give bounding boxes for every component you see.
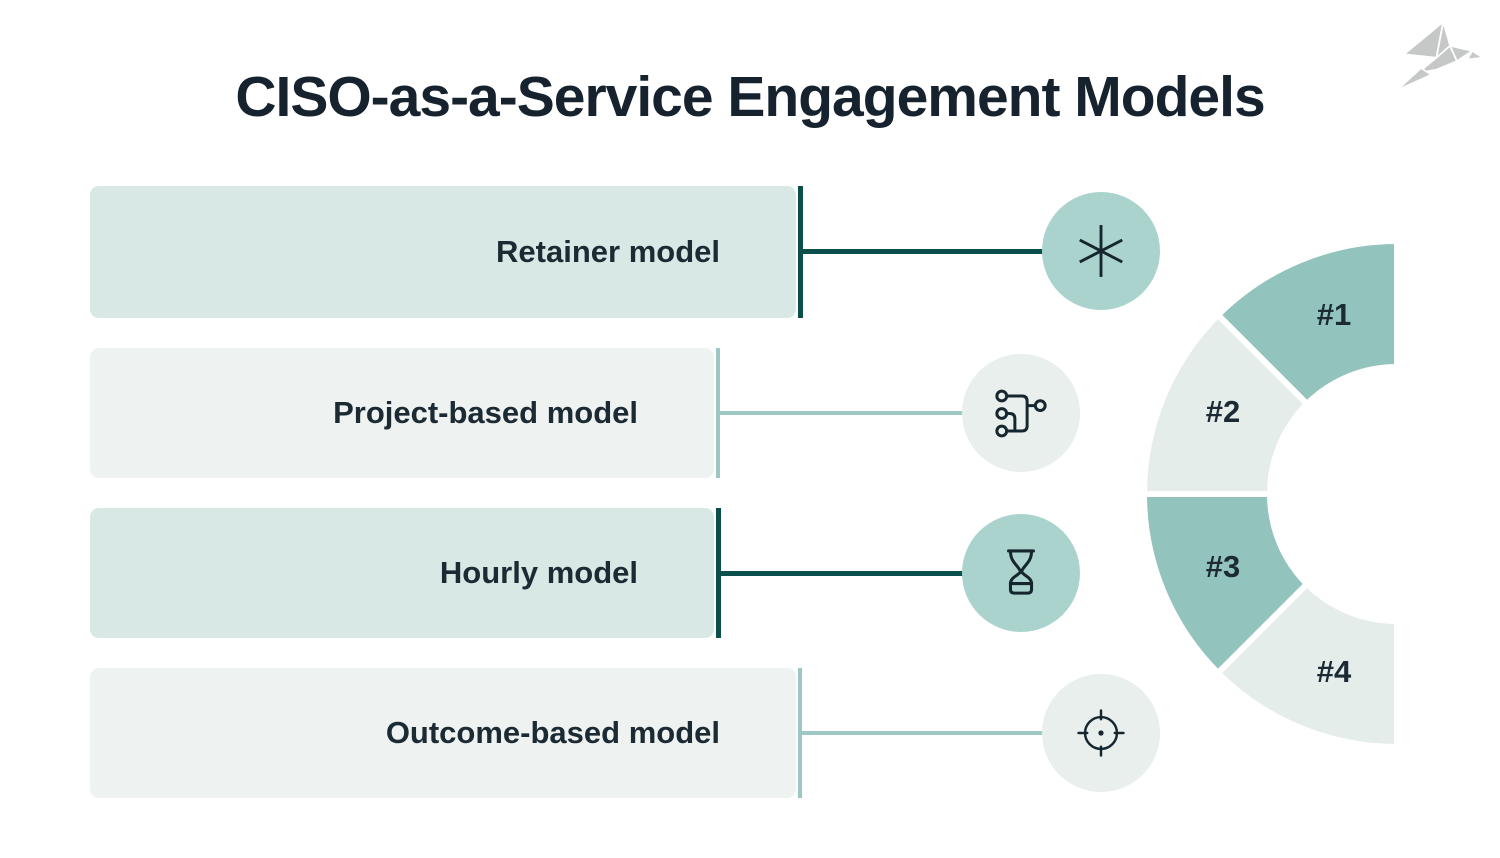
connector-line	[803, 249, 1045, 254]
rank-label-4: #4	[1316, 654, 1352, 689]
model-label: Hourly model	[439, 555, 638, 590]
connector-tick	[798, 186, 803, 318]
rank-label-2: #2	[1205, 394, 1241, 429]
rank-label-1: #1	[1316, 297, 1352, 332]
icon-badge-outcome	[1042, 674, 1160, 792]
rank-label-3: #3	[1205, 549, 1241, 584]
model-label: Project-based model	[333, 395, 638, 430]
workflow-icon	[995, 389, 1047, 437]
connector-tick	[798, 668, 802, 798]
hourglass-icon	[1007, 549, 1035, 595]
asterisk-icon	[1079, 225, 1123, 277]
connector-line	[721, 571, 965, 576]
connector-tick	[716, 508, 721, 638]
model-bar-project: Project-based model	[90, 348, 714, 478]
model-bar-hourly: Hourly model	[90, 508, 714, 638]
arc-segment-4	[1213, 579, 1400, 751]
icon-badge-hourly	[962, 514, 1080, 632]
model-label: Retainer model	[496, 234, 720, 269]
model-label: Outcome-based model	[385, 715, 720, 750]
origami-bird-logo	[1396, 20, 1484, 92]
page-title: CISO-as-a-Service Engagement Models	[235, 65, 1265, 129]
connector-line	[720, 411, 965, 415]
connector-line	[802, 731, 1045, 735]
target-icon	[1077, 709, 1125, 757]
icon-badge-retainer	[1042, 192, 1160, 310]
connector-tick	[716, 348, 720, 478]
model-bar-outcome: Outcome-based model	[90, 668, 796, 798]
icon-badge-project	[962, 354, 1080, 472]
model-bar-retainer: Retainer model	[90, 186, 796, 318]
